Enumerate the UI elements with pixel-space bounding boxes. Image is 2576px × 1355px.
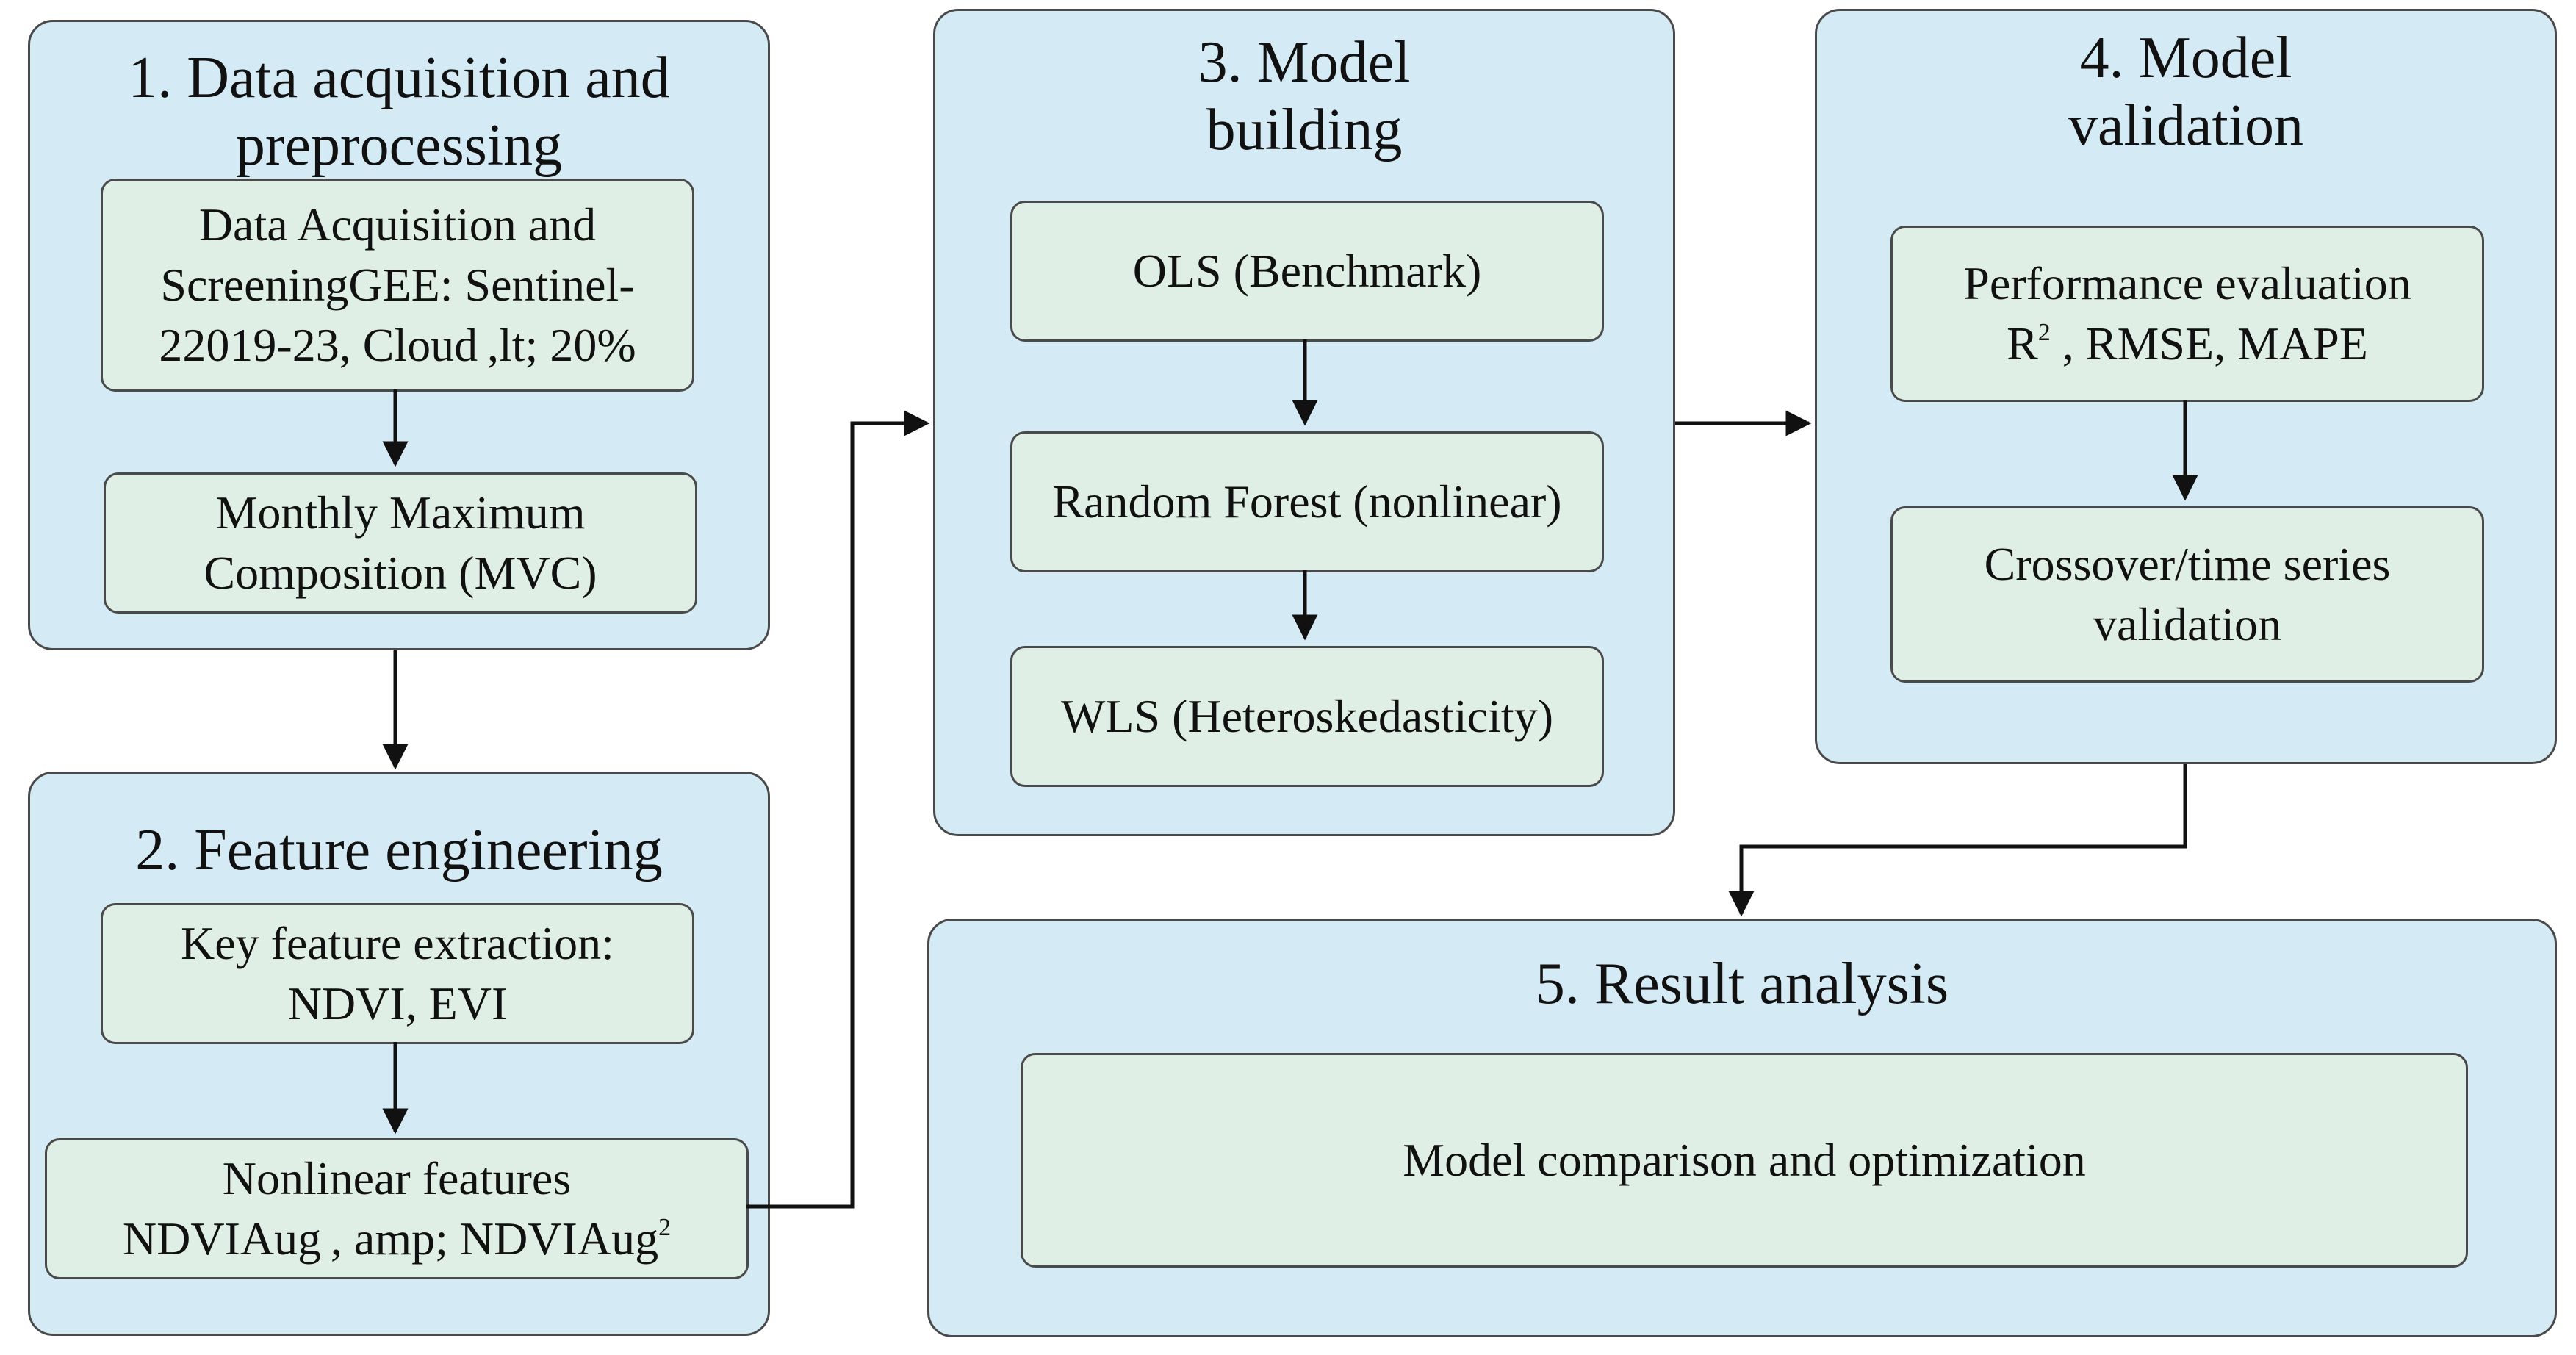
stage-data-acquisition: 1. Data acquisition and preprocessing Da… [28, 20, 770, 650]
step-wls-heteroskedasticity: WLS (Heteroskedasticity) [1010, 646, 1604, 787]
step-model-comparison: Model comparison and optimization [1021, 1053, 2468, 1268]
arrow-stage2-to-stage3 [746, 410, 930, 1209]
step-text-line: NDVI, EVI [287, 977, 508, 1029]
r-squared-symbol: R [2007, 317, 2038, 370]
stage-title-line: building [1206, 98, 1403, 162]
stage-title: 5. Result analysis [1535, 952, 1949, 1016]
stage-title: 4. Model validation [1817, 24, 2555, 159]
stage-title: 1. Data acquisition and preprocessing [30, 44, 768, 179]
step-random-forest: Random Forest (nonlinear) [1010, 431, 1604, 572]
stage-title-line: 4. Model [2079, 26, 2292, 90]
step-text-line: ScreeningGEE: Sentinel- [160, 259, 635, 311]
step-text-line: Composition (MVC) [204, 547, 597, 599]
superscript: 2 [2037, 318, 2051, 346]
superscript: 2 [658, 1213, 672, 1241]
stage-model-validation: 4. Model validation Performance evaluati… [1815, 9, 2557, 764]
step-text-line: Data Acquisition and [198, 198, 597, 251]
step-text-line: Random Forest (nonlinear) [1052, 475, 1562, 528]
step-performance-evaluation: Performance evaluation R2 , RMSE, MAPE [1890, 226, 2484, 402]
step-text-line: WLS (Heteroskedasticity) [1061, 690, 1553, 742]
stage-feature-engineering: 2. Feature engineering Key feature extra… [28, 772, 770, 1336]
stage-title-line: validation [2068, 93, 2303, 158]
step-text-line: Crossover/time series [1984, 538, 2391, 590]
stage-title-line: 3. Model [1198, 30, 1411, 95]
arrow-stage4-to-stage5 [1728, 764, 2187, 917]
stage-title-line: preprocessing [235, 113, 563, 178]
metrics-list: , RMSE, MAPE [2050, 317, 2368, 370]
step-text-line: Nonlinear features [222, 1152, 572, 1204]
step-data-acquisition-screening: Data Acquisition and ScreeningGEE: Senti… [101, 179, 694, 392]
nonlinear-formula: NDVIAug , amp; NDVIAug [122, 1212, 659, 1265]
stage-model-building: 3. Model building OLS (Benchmark) Random… [933, 9, 1675, 836]
step-crossover-validation: Crossover/time series validation [1890, 506, 2484, 683]
step-text-line: 22019-23, Cloud ,lt; 20% [159, 319, 636, 371]
stage-title: 3. Model building [935, 29, 1673, 164]
step-text-line: NDVIAug , amp; NDVIAug2 [123, 1209, 671, 1269]
stage-result-analysis: 5. Result analysis Model comparison and … [927, 919, 2557, 1337]
step-text-line: Performance evaluation [1963, 257, 2411, 309]
step-text-line: validation [2093, 598, 2281, 650]
step-text-line: Key feature extraction: [181, 917, 614, 969]
step-text-line: Monthly Maximum [215, 486, 586, 539]
step-monthly-maximum-composition: Monthly Maximum Composition (MVC) [104, 472, 697, 614]
step-nonlinear-features: Nonlinear features NDVIAug , amp; NDVIAu… [45, 1138, 749, 1279]
metrics-line: R2 , RMSE, MAPE [1963, 314, 2411, 374]
step-text-line: OLS (Benchmark) [1132, 245, 1482, 297]
step-text-line: Model comparison and optimization [1403, 1134, 2086, 1186]
step-ols-benchmark: OLS (Benchmark) [1010, 201, 1604, 342]
stage-title: 2. Feature engineering [135, 818, 663, 883]
step-key-feature-extraction: Key feature extraction: NDVI, EVI [101, 903, 694, 1044]
stage-title-line: 1. Data acquisition and [128, 46, 670, 110]
